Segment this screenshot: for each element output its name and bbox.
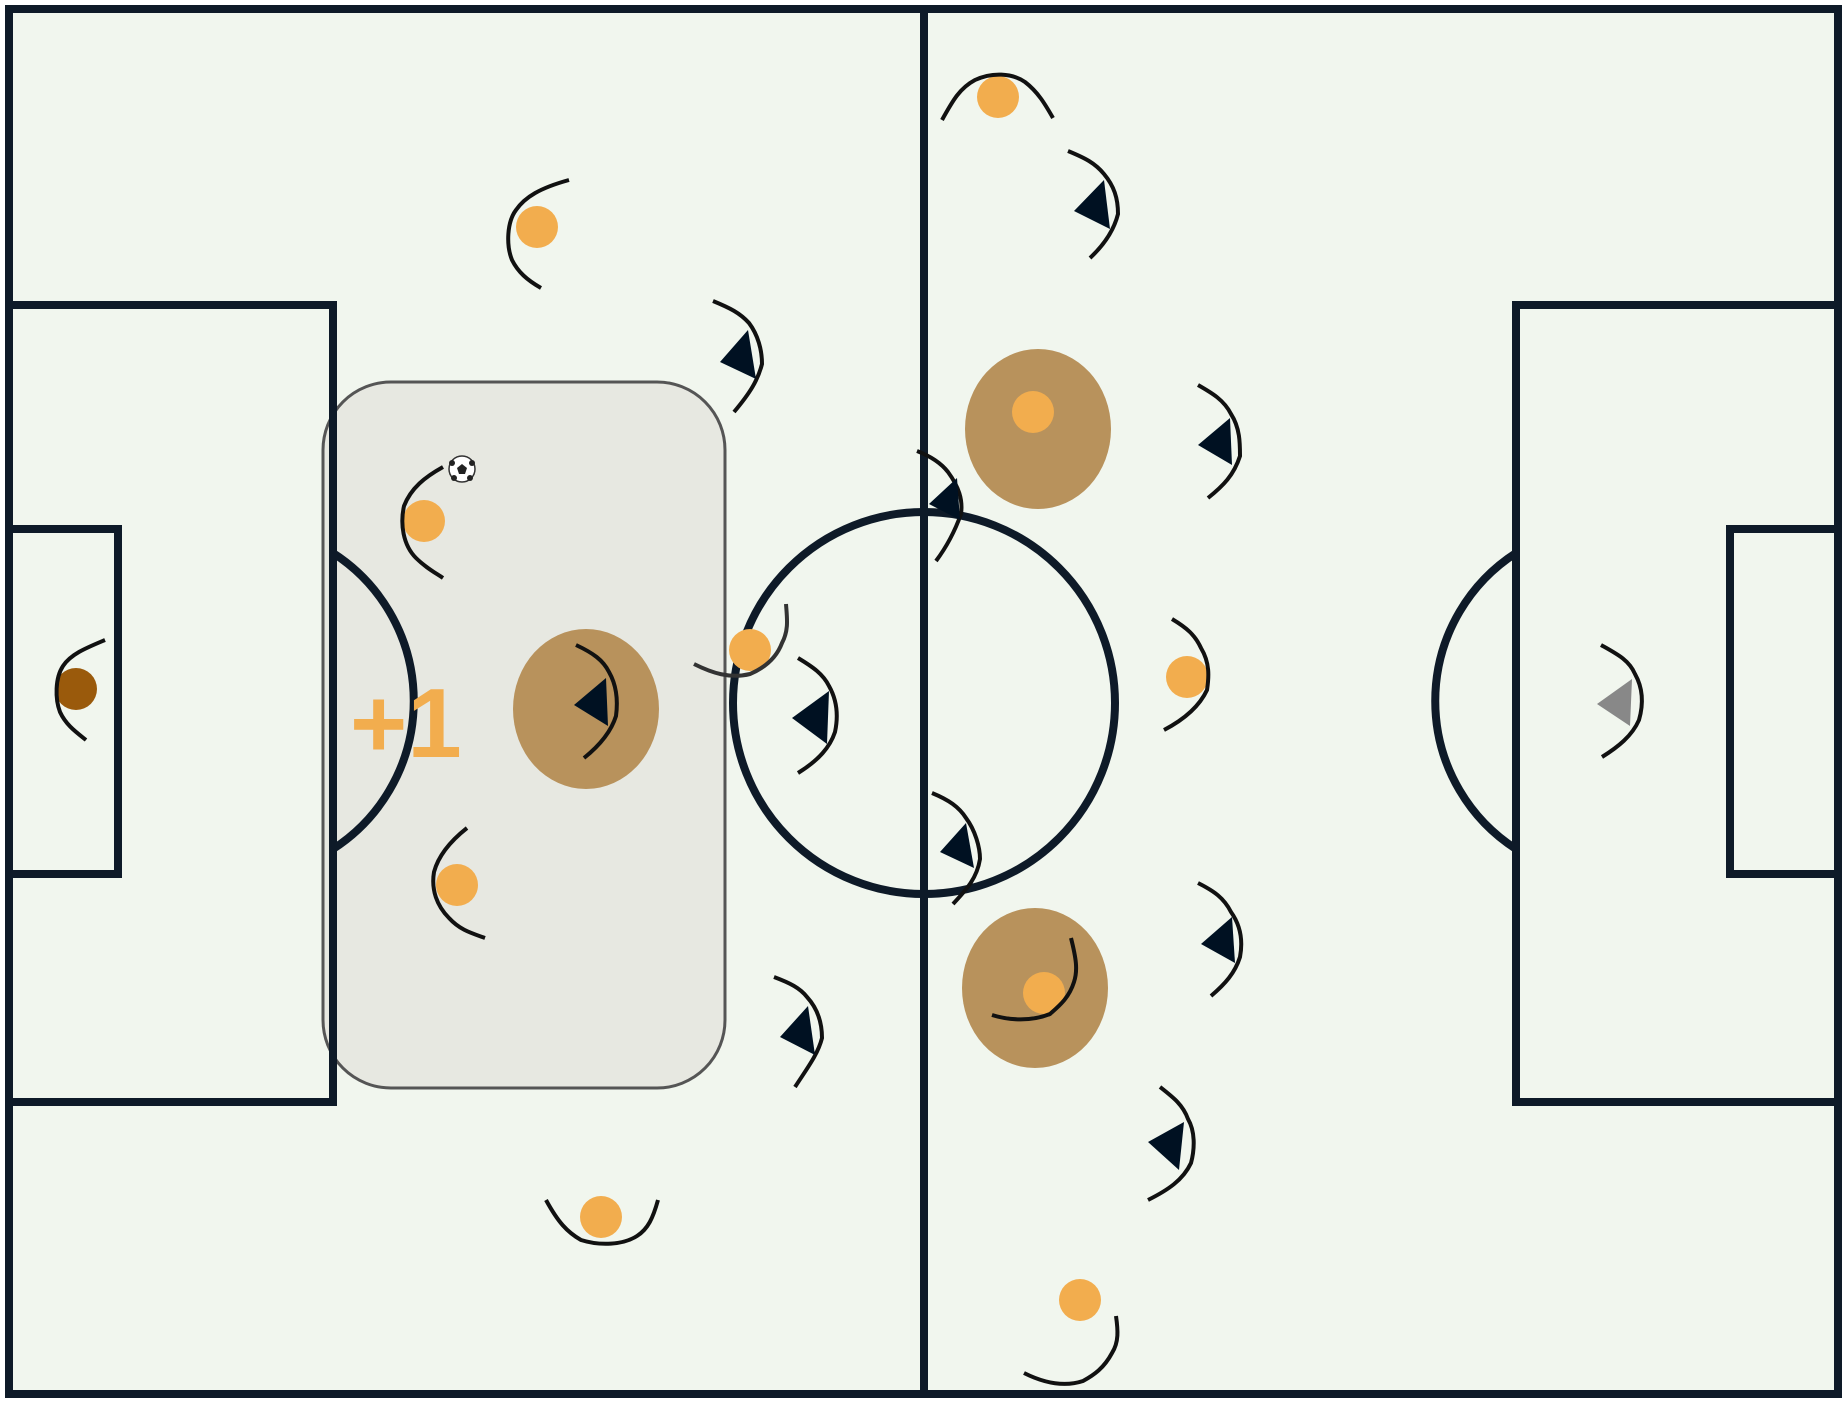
opponent-marker bbox=[1067, 149, 1121, 260]
opponent-marker bbox=[1163, 617, 1211, 732]
vision-wedge-icon bbox=[780, 1006, 815, 1055]
orange-dot-icon bbox=[516, 206, 558, 248]
goalkeeper-dot-icon bbox=[55, 668, 97, 710]
left-penalty-arc bbox=[330, 549, 418, 853]
team-players bbox=[55, 76, 1208, 1321]
vision-wedge-icon bbox=[720, 330, 756, 379]
vision-wedge-icon bbox=[792, 691, 829, 744]
opponent-marker bbox=[792, 656, 839, 775]
orange-dot-icon bbox=[729, 629, 771, 671]
orange-dot-icon bbox=[580, 1196, 622, 1238]
vision-wedge-icon bbox=[1198, 418, 1232, 465]
opponent-marker bbox=[773, 975, 825, 1089]
orientation-arc bbox=[693, 603, 790, 678]
opponent-keeper-marker bbox=[1597, 643, 1644, 759]
opponent-marker bbox=[931, 791, 983, 906]
left-goal-box bbox=[5, 525, 122, 878]
vision-wedge-icon bbox=[574, 678, 608, 726]
opponent-marker bbox=[916, 449, 964, 563]
orange-dot-icon bbox=[436, 864, 478, 906]
opponent-marker bbox=[1197, 881, 1244, 998]
vision-wedge-icon bbox=[1074, 180, 1110, 229]
orange-dot-icon bbox=[977, 76, 1019, 118]
vision-wedge-icon bbox=[940, 823, 974, 868]
overload-label: +1 bbox=[350, 668, 462, 778]
vision-wedge-icon bbox=[1148, 1122, 1184, 1170]
orientation-arc bbox=[506, 178, 570, 290]
orientation-arc bbox=[544, 1199, 660, 1246]
orange-dot-icon bbox=[1166, 656, 1208, 698]
orange-dot-icon bbox=[1023, 972, 1065, 1014]
orientation-arc bbox=[1023, 1315, 1120, 1386]
vision-wedge-icon bbox=[1201, 917, 1235, 963]
soccer-ball-icon bbox=[448, 455, 476, 483]
orange-dot-icon bbox=[1012, 391, 1054, 433]
orientation-arc bbox=[431, 826, 486, 940]
opponent-marker bbox=[712, 299, 765, 414]
orientation-arc bbox=[400, 465, 445, 580]
team-body-arcs bbox=[54, 72, 1120, 1386]
orientation-arc bbox=[54, 638, 106, 742]
centre-circle bbox=[729, 508, 1119, 898]
vision-wedge-icon bbox=[929, 478, 960, 520]
orange-dot-icon bbox=[403, 500, 445, 542]
pitch-markings bbox=[5, 5, 1842, 1398]
vision-wedge-icon bbox=[1597, 679, 1632, 726]
right-penalty-arc bbox=[1431, 549, 1519, 853]
orientation-arc bbox=[991, 937, 1079, 1022]
opponent-players bbox=[574, 149, 1644, 1202]
orange-dot-icon bbox=[1059, 1279, 1101, 1321]
opponent-marker bbox=[574, 643, 619, 760]
right-goal-box bbox=[1726, 525, 1842, 878]
orientation-arc bbox=[940, 72, 1055, 121]
opponent-marker bbox=[1147, 1085, 1196, 1202]
opponent-marker bbox=[1197, 383, 1243, 500]
